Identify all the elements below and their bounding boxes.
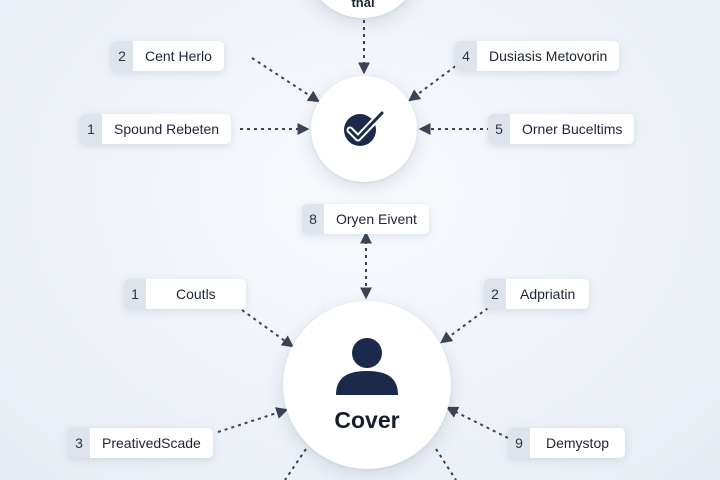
- edge-adpriatin: [440, 307, 489, 344]
- node-cover[interactable]: Cover: [283, 301, 451, 469]
- edge-preatived: [217, 407, 289, 433]
- chip-label: Oryen Eivent: [324, 204, 429, 234]
- chip-number: 3: [68, 428, 90, 458]
- chip-cent-herlo[interactable]: 2 Cent Herlo: [111, 41, 224, 71]
- chip-adpriatin[interactable]: 2 Adpriatin: [484, 279, 590, 309]
- edge-cent-herlo: [251, 57, 321, 103]
- chip-label: Dusiasis Metovorin: [477, 41, 620, 71]
- chip-label: Spound Rebeten: [102, 114, 232, 144]
- chip-coutls[interactable]: 1 Coutls: [124, 279, 246, 309]
- node-cover-label: Cover: [334, 406, 400, 433]
- edge-dusiasis: [408, 61, 462, 102]
- chip-label: Orner Buceltims: [510, 114, 635, 144]
- chip-orner-buceltims[interactable]: 5 Orner Buceltims: [488, 114, 635, 144]
- edge-demystop: [445, 406, 509, 439]
- user-icon: [336, 337, 398, 395]
- chip-number: 8: [302, 204, 324, 234]
- chip-preativedscade[interactable]: 3 PreativedScade: [68, 428, 213, 458]
- chip-label: Demystop: [530, 428, 626, 458]
- check-circle-icon: [344, 109, 386, 146]
- chip-oryen-eivent[interactable]: 8 Oryen Eivent: [302, 204, 429, 234]
- chip-label: Cent Herlo: [133, 41, 224, 71]
- edge-bottom-left: [284, 448, 307, 480]
- chip-number: 1: [124, 279, 146, 309]
- chip-spound-rebeten[interactable]: 1 Spound Rebeten: [80, 114, 232, 144]
- chip-label: PreativedScade: [90, 428, 213, 458]
- node-check[interactable]: [311, 76, 417, 182]
- chip-number: 1: [80, 114, 102, 144]
- edge-bottom-right: [435, 448, 457, 480]
- chip-number: 4: [455, 41, 477, 71]
- chip-label: Adpriatin: [506, 279, 590, 309]
- chip-label: Coutls: [146, 279, 246, 309]
- chip-number: 2: [484, 279, 506, 309]
- chip-dusiasis-metovorin[interactable]: 4 Dusiasis Metovorin: [455, 41, 620, 71]
- chip-number: 5: [488, 114, 510, 144]
- chip-number: 2: [111, 41, 133, 71]
- chip-demystop[interactable]: 9 Demystop: [508, 428, 626, 458]
- node-top-label: thai: [351, 0, 375, 10]
- chip-number: 9: [508, 428, 530, 458]
- edge-coutls: [241, 309, 294, 348]
